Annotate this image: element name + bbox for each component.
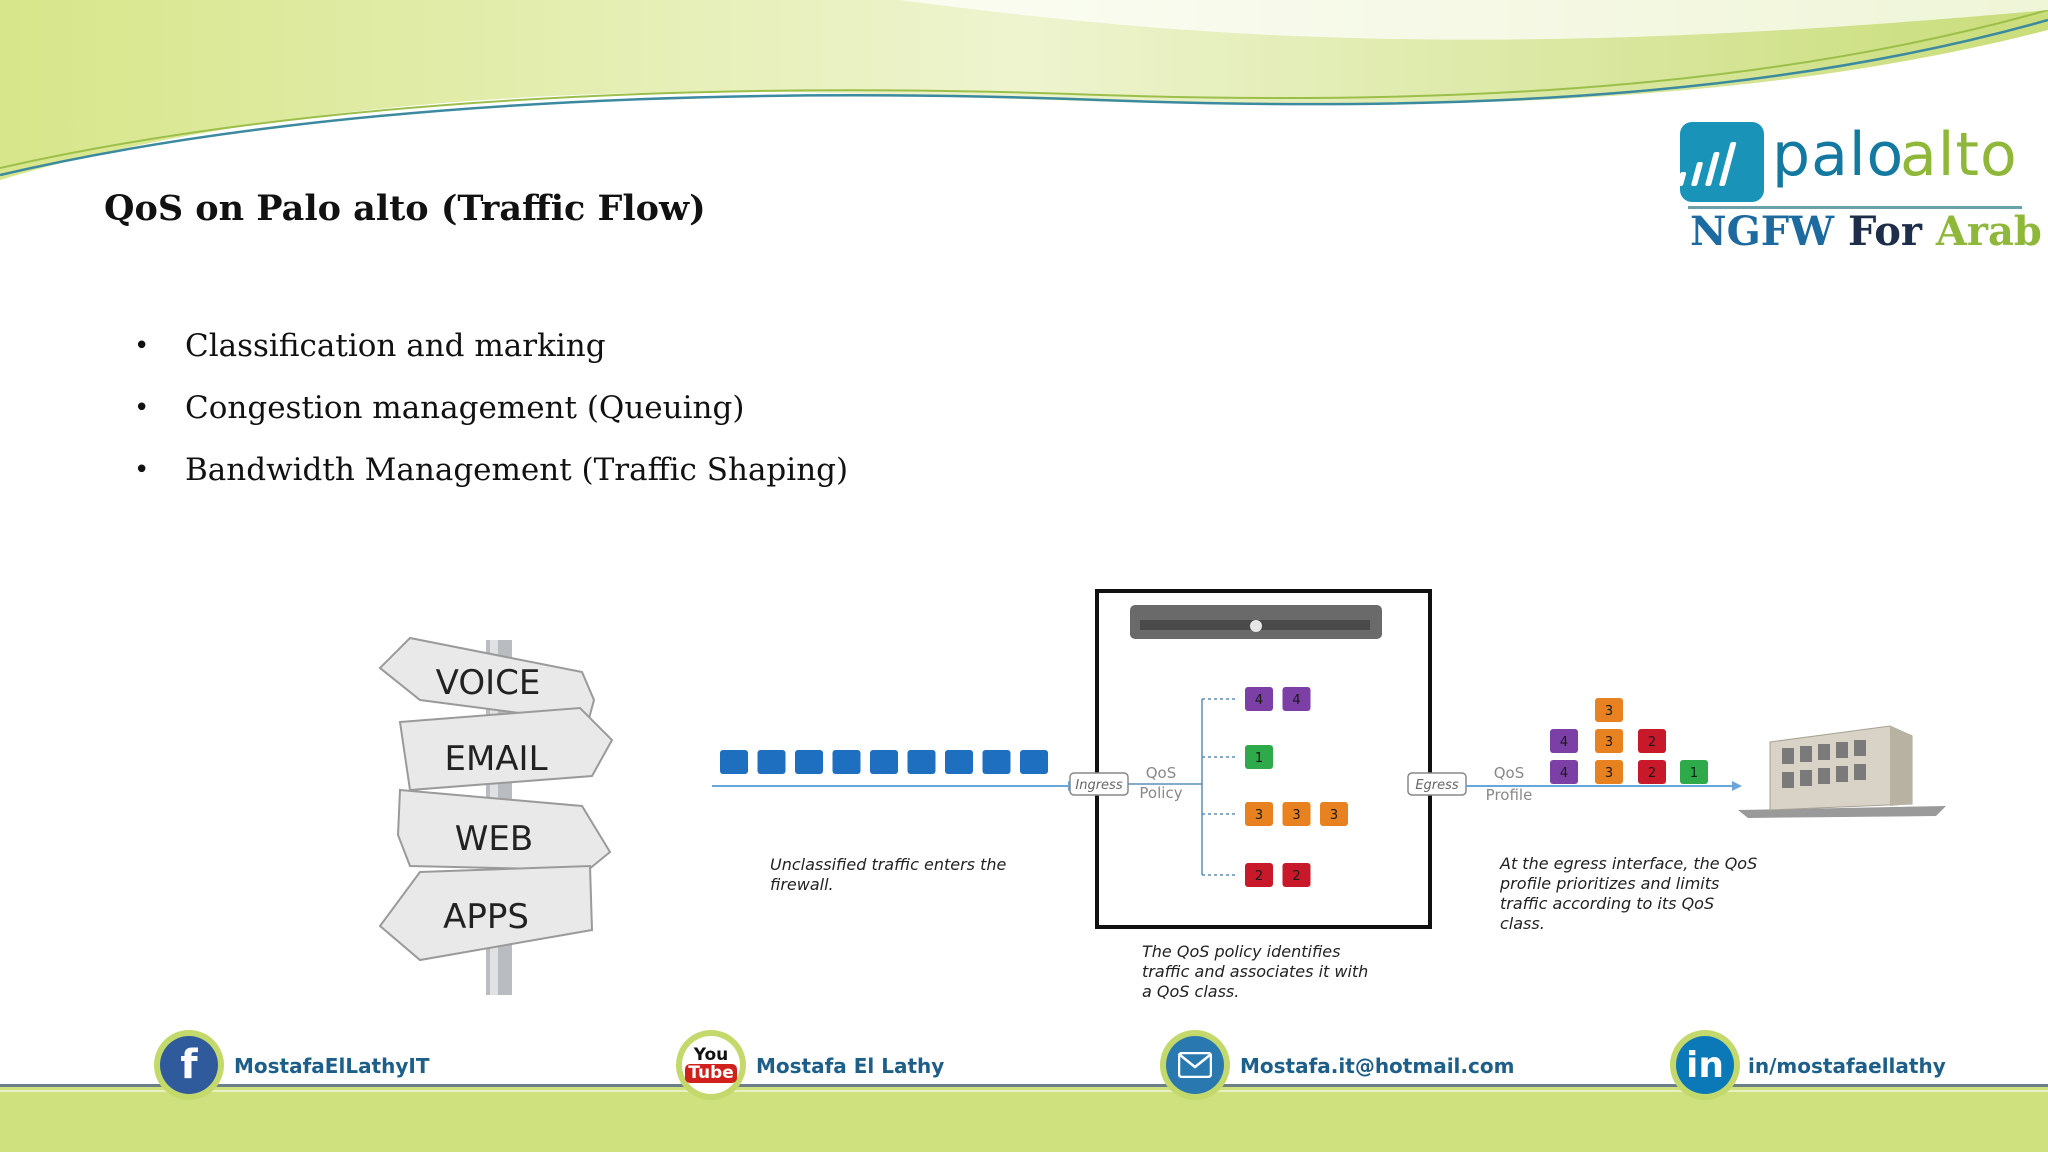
youtube-icon-top: You xyxy=(693,1045,729,1065)
top-swoosh-decoration xyxy=(0,0,2048,180)
ingress-label: Ingress xyxy=(1075,778,1122,793)
bullet-item: • Congestion management (Queuing) xyxy=(130,380,848,442)
packet-class-label: 3 xyxy=(1330,808,1338,823)
packet-class-label: 1 xyxy=(1255,751,1263,766)
logo-divider xyxy=(1688,206,2022,209)
packet-class-label: 3 xyxy=(1605,704,1613,719)
paloalto-logo: palo alto NGFW For Arab xyxy=(1677,120,2042,260)
youtube-channel: Mostafa El Lathy xyxy=(756,1054,945,1078)
unclassified-packet-stream xyxy=(720,750,1048,774)
packet-class-label: 3 xyxy=(1605,766,1613,781)
logo-word-alto: alto xyxy=(1900,120,2018,190)
unclassified-packet xyxy=(907,750,936,774)
facebook-icon: f xyxy=(160,1036,218,1094)
queued-packet-class-3: 3 xyxy=(1282,802,1311,826)
egress-packet-class-3: 3 xyxy=(1595,760,1623,784)
slide-title: QoS on Palo alto (Traffic Flow) xyxy=(104,188,706,229)
egress-packet-class-2: 2 xyxy=(1638,729,1666,753)
egress-packet-class-3: 3 xyxy=(1595,729,1623,753)
unclassified-packet xyxy=(945,750,973,774)
bullet-text: Classification and marking xyxy=(185,328,606,364)
policy-branch-lines xyxy=(1128,698,1238,876)
queued-packet-class-4: 4 xyxy=(1282,687,1311,711)
queued-packet-class-3: 3 xyxy=(1320,802,1348,826)
sign-email: EMAIL xyxy=(444,739,547,779)
packet-class-label: 2 xyxy=(1255,869,1263,884)
packet-class-label: 4 xyxy=(1255,693,1263,708)
caption-unclassified: Unclassified traffic enters the firewall… xyxy=(770,855,1007,894)
packet-class-label: 2 xyxy=(1292,869,1300,884)
egress-packet-class-1: 1 xyxy=(1680,760,1708,784)
linkedin-profile: in/mostafaellathy xyxy=(1748,1054,1946,1078)
tag-arab: Arab xyxy=(1935,208,2042,255)
qos-profile-label-line1: QoS xyxy=(1494,764,1525,782)
signpost-illustration: VOICE EMAIL WEB APPS xyxy=(378,636,614,995)
bullet-item: • Classification and marking xyxy=(130,318,848,380)
egress-tag: Egress xyxy=(1407,772,1467,796)
packet-class-label: 3 xyxy=(1605,735,1613,750)
firewall-appliance-icon xyxy=(1130,605,1382,639)
packet-class-label: 1 xyxy=(1690,766,1698,781)
unclassified-packet xyxy=(870,750,898,774)
packet-class-label: 4 xyxy=(1292,693,1300,708)
email-address: Mostafa.it@hotmail.com xyxy=(1240,1054,1515,1078)
paloalto-mark-icon xyxy=(1677,122,1764,202)
ingress-tag: Ingress xyxy=(1069,772,1129,796)
egress-packet-class-3: 3 xyxy=(1595,698,1623,722)
egress-label: Egress xyxy=(1415,778,1459,793)
tag-ngfw: NGFW xyxy=(1690,208,1835,255)
packet-class-label: 3 xyxy=(1292,808,1300,823)
bullet-text: Bandwidth Management (Traffic Shaping) xyxy=(185,452,849,488)
caption-egress: At the egress interface, the QoS profile… xyxy=(1500,854,1758,933)
bullet-dot-icon: • xyxy=(134,393,150,423)
unclassified-packet xyxy=(720,750,748,774)
bullet-text: Congestion management (Queuing) xyxy=(185,390,745,426)
unclassified-packet xyxy=(757,750,786,774)
egress-arrow-icon xyxy=(1732,781,1742,791)
sign-apps: APPS xyxy=(443,897,529,937)
packet-class-label: 4 xyxy=(1560,735,1568,750)
unclassified-packet xyxy=(832,750,861,774)
building-icon xyxy=(1738,725,1946,818)
logo-word-palo: palo xyxy=(1772,120,1905,190)
queued-packet-class-4: 4 xyxy=(1245,687,1273,711)
queued-packet-class-2: 2 xyxy=(1245,863,1273,887)
queued-packet-class-3: 3 xyxy=(1245,802,1273,826)
youtube-icon: You Tube xyxy=(682,1036,740,1094)
qos-traffic-flow-diagram: VOICE EMAIL WEB APPS Ingress QoS Policy … xyxy=(378,589,1946,995)
qos-policy-label-line2: Policy xyxy=(1139,784,1182,802)
logo-tagline: NGFW For Arab xyxy=(1690,208,2042,255)
facebook-handle: MostafaElLathyIT xyxy=(234,1054,430,1078)
packet-class-label: 4 xyxy=(1560,766,1568,781)
bullet-item: • Bandwidth Management (Traffic Shaping) xyxy=(130,442,848,504)
sign-web: WEB xyxy=(455,819,533,859)
linkedin-icon: in xyxy=(1676,1036,1734,1094)
queued-packet-class-1: 1 xyxy=(1245,745,1273,769)
qos-policy-label-line1: QoS xyxy=(1146,764,1177,782)
packet-class-label: 3 xyxy=(1255,808,1263,823)
bullet-dot-icon: • xyxy=(134,455,150,485)
bullet-list: • Classification and marking • Congestion … xyxy=(130,318,848,504)
packet-class-label: 2 xyxy=(1648,735,1656,750)
packet-class-label: 2 xyxy=(1648,766,1656,781)
classified-queues: 4 4 1 3 3 3 2 2 xyxy=(1245,687,1348,887)
egress-packet-class-4: 4 xyxy=(1550,729,1578,753)
tag-for: For xyxy=(1847,208,1922,255)
egress-packet-class-2: 2 xyxy=(1638,760,1666,784)
unclassified-packet xyxy=(795,750,823,774)
unclassified-packet xyxy=(1020,750,1048,774)
qos-profile-label-line2: Profile xyxy=(1486,786,1533,804)
email-envelope-icon xyxy=(1166,1036,1224,1094)
caption-policy: The QoS policy identifies traffic and as… xyxy=(1142,942,1369,1001)
sign-voice: VOICE xyxy=(436,663,541,703)
queued-packet-class-2: 2 xyxy=(1282,863,1311,887)
egress-prioritized-stack: 4 4 3 3 3 2 2 1 xyxy=(1550,698,1708,784)
youtube-icon-bottom: Tube xyxy=(685,1064,737,1083)
bullet-dot-icon: • xyxy=(134,331,150,361)
unclassified-packet xyxy=(982,750,1011,774)
egress-packet-class-4: 4 xyxy=(1550,760,1578,784)
